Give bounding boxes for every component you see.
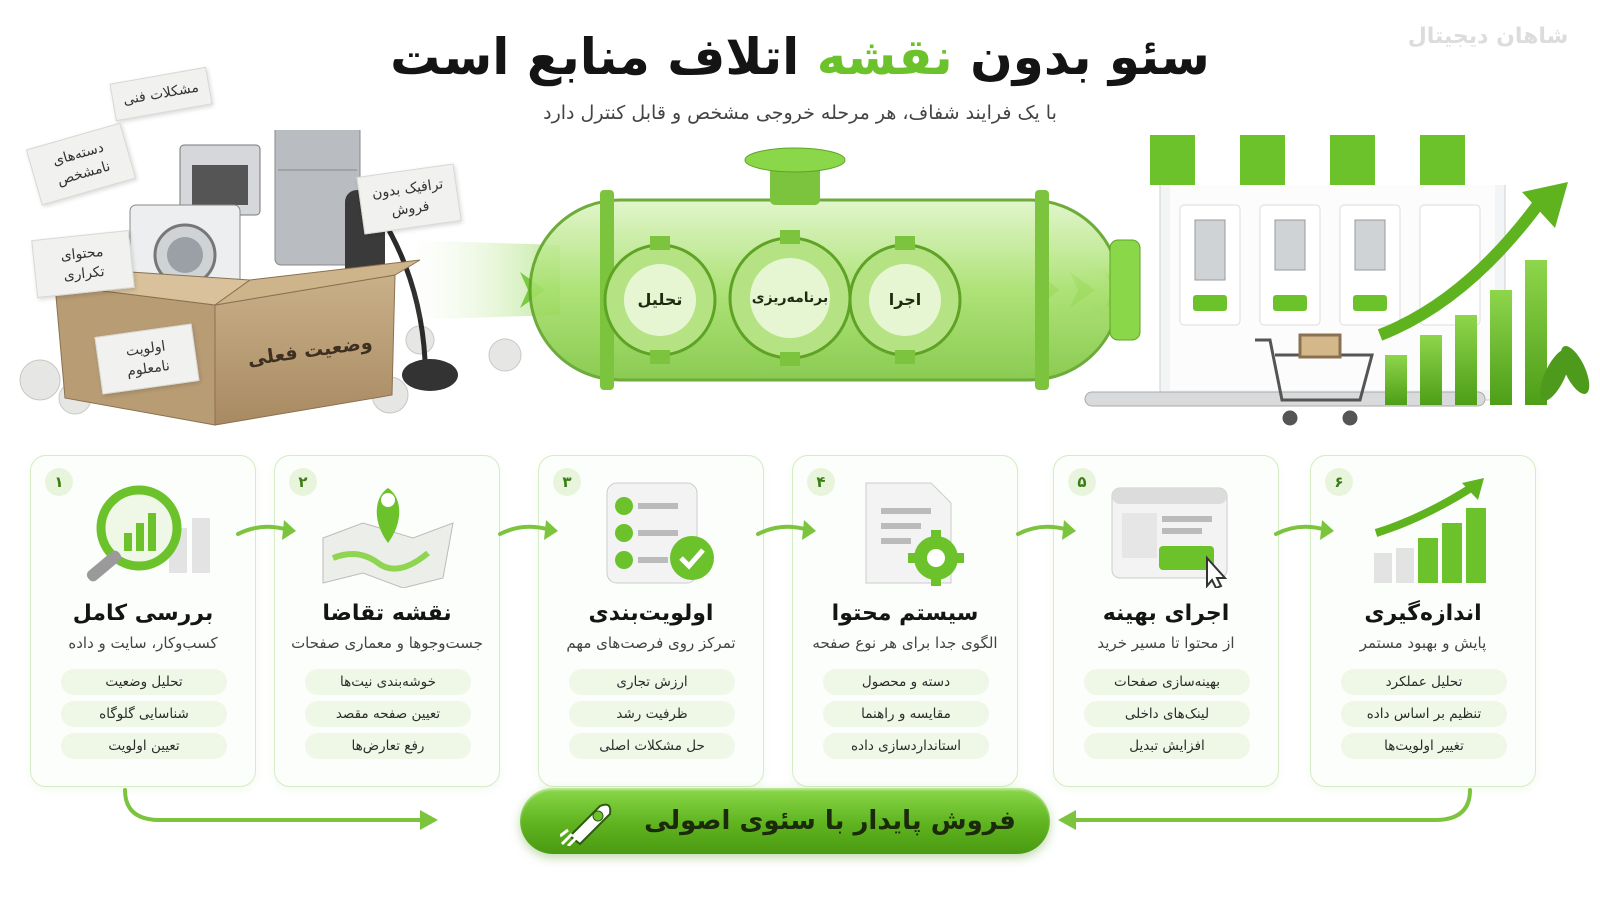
hero-graphic [19,130,1590,426]
step-card: ۴ سیستم محتوا الگوی جدا برای هر نوع صفحه… [792,455,1018,787]
page-subtitle: با یک فرایند شفاف، هر مرحله خروجی مشخص و… [543,102,1057,124]
cta-banner[interactable]: فروش پایدار با سئوی اصولی [520,788,1050,854]
gear-label: تحلیل [637,290,683,309]
magnifier-chart-icon [86,485,210,582]
title-accent: نقشه [816,28,953,86]
step-subtitle: پایش و بهبود مستمر [1359,634,1487,652]
step-title: سیستم محتوا [831,601,979,626]
step-number: ۶ [1325,468,1353,496]
loop-arrow-left [123,788,430,822]
step-card: ۵ اجرای بهینه از محتوا تا مسیر خرید بهین… [1053,455,1279,787]
step-item: خوشه‌بندی نیت‌ها [305,669,471,695]
step-item: افزایش تبدیل [1084,733,1250,759]
step-number: ۵ [1068,468,1096,496]
shopping-cart-icon [1255,333,1374,426]
gear-label: برنامه‌ریزی [751,290,829,306]
step-subtitle: الگوی جدا برای هر نوع صفحه [812,634,998,652]
gear-label: اجرا [888,290,922,309]
step-item: شناسایی گلوگاه [61,701,227,727]
step-item: تغییر اولویت‌ها [1341,733,1507,759]
step-item: تحلیل عملکرد [1341,669,1507,695]
page-title: سئو بدون نقشه اتلاف منابع است [380,22,1220,92]
step-number: ۳ [553,468,581,496]
step-card: ۲ نقشه تقاضا جست‌وجوها و معماری صفحات خو… [274,455,500,787]
document-gear-icon [865,482,964,586]
loop-arrow-right [1066,788,1472,822]
step-item: تنظیم بر اساس داده [1341,701,1507,727]
step-item: رفع تعارض‌ها [305,733,471,759]
note-card: مشکلات فنی [109,66,213,122]
step-item: ظرفیت رشد [569,701,735,727]
step-subtitle: از محتوا تا مسیر خرید [1097,634,1235,652]
step-title: نقشه تقاضا [322,601,452,626]
step-card: ۱ بررسی کامل کسب‌وکار، سایت و داده تحلیل… [30,455,256,787]
step-item: تحلیل وضعیت [61,669,227,695]
step-card: ۳ اولویت‌بندی تمرکز روی فرصت‌های مهم ارز… [538,455,764,787]
step-item: حل مشکلات اصلی [569,733,735,759]
hero-illustration: مشکلات فنی دسته‌های نامشخص ترافیک بدون ف… [0,66,1600,450]
step-number: ۱ [45,468,73,496]
step-subtitle: تمرکز روی فرصت‌های مهم [566,634,736,652]
title-part1: سئو بدون [970,28,1210,86]
bar-chart-icon [1385,260,1547,405]
plant-icon [1540,346,1590,401]
step-item: بهینه‌سازی صفحات [1084,669,1250,695]
growth-chart-icon [1374,478,1486,583]
step-number: ۴ [807,468,835,496]
step-title: اولویت‌بندی [588,601,714,626]
title-part2: اتلاف منابع است [390,28,800,86]
rocket-icon [560,803,612,846]
online-store-icon [1084,135,1510,407]
step-item: استانداردسازی داده [823,733,989,759]
step-number: ۲ [289,468,317,496]
step-item: تعیین صفحه مقصد [305,701,471,727]
checklist-icon [606,482,714,584]
step-item: لینک‌های داخلی [1084,701,1250,727]
map-pin-icon [322,488,454,588]
brand-logo-text: شاهان دیجیتال [1407,24,1569,49]
step-title: اجرای بهینه [1102,601,1230,626]
cardboard-box-icon [54,259,421,426]
note-card: محتوای تکراری [31,230,135,298]
cta-label: فروش پایدار با سئوی اصولی [644,806,1016,836]
step-subtitle: جست‌وجوها و معماری صفحات [291,634,483,652]
steps-row: ۱ بررسی کامل کسب‌وکار، سایت و داده تحلیل… [30,455,1575,790]
step-title: اندازه‌گیری [1364,601,1482,626]
growth-arrow-icon [1377,191,1550,341]
browser-cart-icon [1111,487,1228,588]
step-item: ارزش تجاری [569,669,735,695]
step-item: مقایسه و راهنما [823,701,989,727]
step-subtitle: کسب‌وکار، سایت و داده [68,634,218,652]
step-item: دسته و محصول [823,669,989,695]
step-item: تعیین اولویت [61,733,227,759]
step-title: بررسی کامل [72,601,214,626]
step-card: ۶ اندازه‌گیری پایش و بهبود مستمر تحلیل ع… [1310,455,1536,787]
